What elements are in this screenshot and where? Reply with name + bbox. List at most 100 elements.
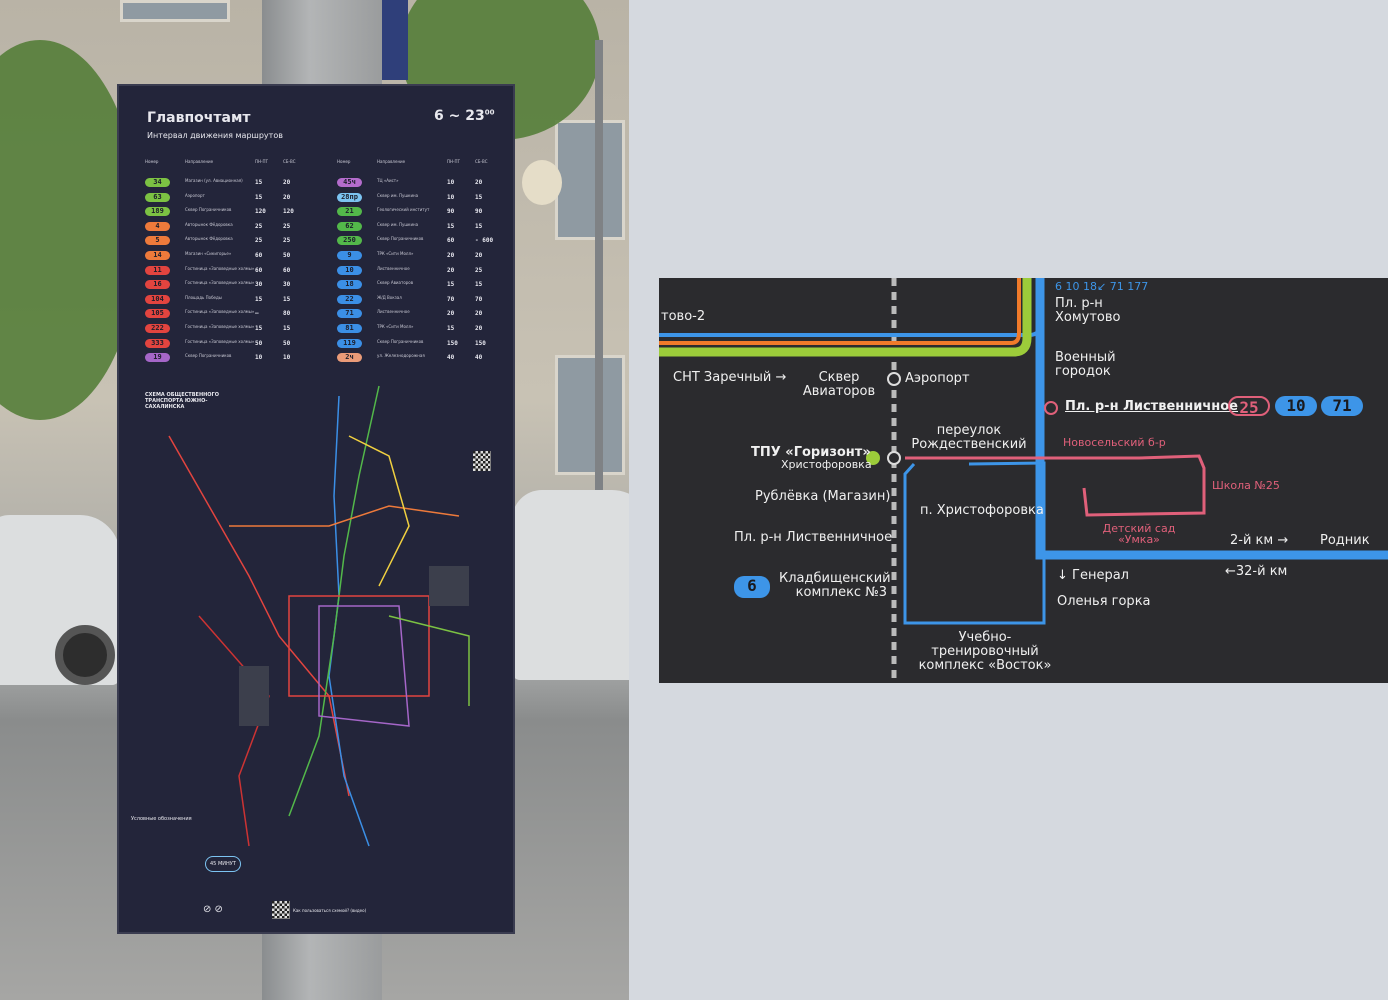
- timetable-sign: Главпочтамт 6 ~ 2300 Интервал движения м…: [117, 84, 515, 934]
- route-badge-10: 10: [1275, 396, 1317, 416]
- stop-novoselsky: Новосельский б-р: [1063, 436, 1166, 449]
- stop-tpu-sub: Христофоровка: [781, 458, 872, 471]
- interval-weekends: 25: [283, 222, 291, 230]
- interval-weekdays: 70: [447, 295, 455, 303]
- hours-text: 6 ~ 23: [434, 108, 485, 124]
- route-number-badge: 62: [337, 221, 362, 231]
- interval-weekdays: 15: [447, 325, 455, 332]
- interval-weekends: 15: [283, 295, 291, 303]
- interval-weekdays: 40: [447, 354, 455, 362]
- stop-general: ↓ Генерал: [1057, 568, 1129, 583]
- route-line-orange: [659, 278, 1021, 345]
- route-number-badge: 45ч: [337, 178, 362, 187]
- station-tpu: [887, 451, 901, 465]
- stop-km32: ←32-й км: [1225, 564, 1288, 579]
- route-line-blue-top: [659, 278, 1043, 337]
- route-direction: Ж/Д Вокзал: [377, 294, 402, 300]
- interval-weekdays: 15: [255, 193, 263, 201]
- interval-weekends: 20: [283, 193, 291, 201]
- map-lines: [659, 278, 1388, 683]
- map-title: СХЕМА ОБЩЕСТВЕННОГО ТРАНСПОРТА ЮЖНО-САХА…: [145, 392, 219, 410]
- map-area: [429, 566, 469, 606]
- route-line-blue: [328, 395, 370, 847]
- stop-kladb: Кладбищенский комплекс №3: [779, 571, 891, 600]
- route-direction: Гостиница «Заповедные холмы»: [185, 280, 255, 286]
- interval-weekdays: 150: [447, 339, 458, 347]
- stop-snt: СНТ Заречный →: [673, 370, 787, 385]
- stop-listv-top: Пл. р-н Лиственничное: [1065, 399, 1238, 414]
- stop-label: тово-2: [661, 309, 706, 324]
- interval-weekends: 25: [283, 237, 291, 245]
- stop-khomutovo: Пл. р-н Хомутово: [1055, 296, 1121, 325]
- route-direction: Гостиница «Заповедные холмы»: [185, 309, 255, 315]
- route-number-badge: 10: [337, 265, 362, 275]
- route-line-green: [659, 278, 1032, 357]
- header-number: Номер: [145, 159, 159, 164]
- route-line-yellow: [348, 435, 410, 587]
- header-weekdays: ПН-ПТ: [447, 159, 460, 164]
- route-direction: Сквер Пограничников: [185, 353, 232, 359]
- station-airport: [887, 372, 901, 386]
- interval-weekdays: 25: [255, 237, 263, 245]
- subtitle: Интервал движения маршрутов: [147, 131, 283, 140]
- route-number-badge: 21: [337, 207, 362, 217]
- tpu-icon: [866, 451, 880, 465]
- route-number-badge: 19: [145, 353, 170, 363]
- interval-weekends: 15: [283, 325, 291, 332]
- interval-weekdays: 20: [447, 266, 455, 274]
- stop-km2: 2-й км →: [1230, 533, 1289, 548]
- interval-weekends: 80: [283, 310, 291, 318]
- operating-hours: 6 ~ 2300: [434, 108, 494, 124]
- street-lamp: [522, 160, 562, 205]
- interval-weekdays: 15: [255, 325, 263, 332]
- route-direction: Гостиница «Заповедные холмы»: [185, 265, 255, 271]
- route-line-green: [288, 385, 380, 817]
- route-direction: Площадь Победы: [185, 294, 222, 300]
- qr-code-info[interactable]: [473, 451, 491, 471]
- how-to-use-link[interactable]: Как пользоваться схемой? (видео): [293, 908, 367, 913]
- route-number-badge: 14: [145, 251, 170, 260]
- route-direction: Сквер им. Пушкина: [377, 192, 419, 198]
- interval-weekends: 15: [475, 222, 483, 230]
- qr-code[interactable]: [272, 901, 290, 919]
- photo-street-sign: Главпочтамт 6 ~ 2300 Интервал движения м…: [0, 0, 629, 1000]
- header-direction: Направление: [377, 159, 406, 164]
- route-badge-71: 71: [1321, 396, 1363, 416]
- interval-weekdays: 60: [255, 252, 263, 259]
- building-window: [555, 120, 625, 240]
- route-direction: Сквер Пограничников: [377, 236, 424, 242]
- interval-weekdays: 30: [255, 281, 263, 289]
- building-window: [120, 0, 230, 22]
- route-direction: Гостиница «Заповедные холмы»: [185, 324, 255, 329]
- interval-weekends: 15: [475, 281, 483, 289]
- header-weekends: СБ-ВС: [283, 159, 296, 164]
- interval-weekends: 20: [475, 325, 483, 332]
- interval-weekdays: –: [255, 310, 259, 318]
- stop-voenny: Военный городок: [1055, 350, 1116, 379]
- map-detail-inset: тово-2 6 10 18↙ 71 177 Пл. р-н Хомутово …: [659, 278, 1388, 683]
- car-wheel: [55, 625, 115, 685]
- interval-weekends: 20: [283, 179, 291, 186]
- route-direction: Сквер Авиаторов: [377, 280, 414, 286]
- interval-weekdays: 60: [255, 266, 263, 274]
- no-smoking-icons: ⊘ ⊘: [203, 904, 223, 915]
- route-number-badge: 63: [145, 192, 170, 202]
- route-direction: Лиственничное: [377, 309, 410, 315]
- interval-weekends: 120: [283, 208, 294, 216]
- interval-weekdays: 10: [255, 354, 263, 362]
- interval-weekends: 150: [475, 339, 486, 347]
- route-number-badge: 250: [337, 236, 362, 246]
- interval-weekends: 70: [475, 295, 483, 303]
- route-number-badge: 11: [145, 265, 170, 275]
- route-line-red: [168, 435, 350, 797]
- interval-weekdays: 10: [447, 193, 455, 201]
- route-direction: Геологический институт: [377, 207, 430, 213]
- route-direction: Авторынок Фёдоровка: [185, 221, 233, 227]
- routes-label: 6 10 18↙ 71 177: [1055, 280, 1149, 293]
- route-direction: ТРК «Сити Молл»: [377, 251, 414, 256]
- route-number-badge: 34: [145, 178, 170, 187]
- stop-name: Главпочтамт: [147, 110, 251, 126]
- route-number-badge: 189: [145, 207, 170, 217]
- interval-weekdays: 20: [447, 310, 455, 318]
- route-direction: Сквер Пограничников: [377, 338, 424, 344]
